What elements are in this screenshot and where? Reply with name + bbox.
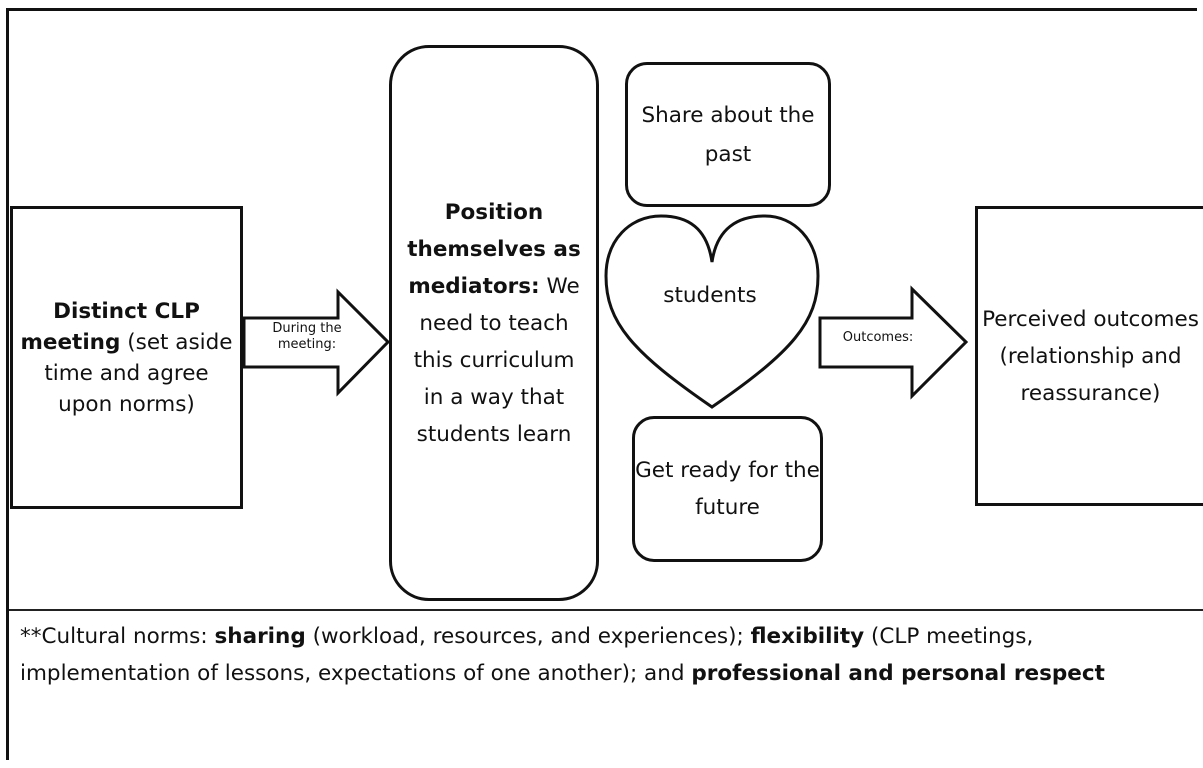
mediators-title: Position themselves as mediators: — [407, 199, 581, 299]
during-meeting-label: During the meeting: — [272, 321, 342, 352]
perceived-outcomes-text: Perceived outcomes (relationship and rea… — [982, 306, 1199, 406]
flexibility-term: flexibility — [750, 624, 865, 649]
future-text: Get ready for the future — [635, 458, 820, 520]
during-meeting-arrow — [242, 288, 391, 397]
diagram-frame — [6, 8, 1197, 760]
mediators-box: Position themselves as mediators: We nee… — [389, 45, 599, 601]
footer-divider — [9, 609, 1203, 611]
share-past-text: Share about the past — [641, 102, 815, 167]
distinct-clp-meeting-title: Distinct CLP meeting — [20, 298, 200, 355]
mediators-detail: We need to teach this curriculum in a wa… — [413, 273, 580, 447]
students-label: students — [663, 283, 757, 308]
mediators-text: Position themselves as mediators: We nee… — [402, 194, 586, 453]
distinct-clp-meeting-detail: (set aside time and agree upon norms) — [44, 329, 233, 417]
cultural-norms-note: **Cultural norms: sharing (workload, res… — [20, 618, 1195, 692]
outcomes-label: Outcomes: — [842, 330, 914, 345]
sharing-detail: (workload, resources, and experiences); — [305, 624, 751, 649]
share-past-box: Share about the past — [625, 62, 831, 207]
future-box: Get ready for the future — [632, 416, 823, 562]
heart-shape — [604, 214, 820, 409]
sharing-term: sharing — [214, 624, 306, 649]
distinct-clp-meeting-box: Distinct CLP meeting (set aside time and… — [10, 206, 243, 509]
perceived-outcomes-box: Perceived outcomes (relationship and rea… — [975, 206, 1203, 506]
outcomes-arrow — [818, 285, 969, 400]
flexibility-detail: (CLP meetings, implementation of lessons… — [20, 624, 1034, 686]
cultural-norms-prefix: **Cultural norms: — [20, 624, 215, 649]
respect-term: professional and personal respect — [691, 661, 1105, 686]
distinct-clp-meeting-text: Distinct CLP meeting (set aside time and… — [19, 296, 234, 420]
